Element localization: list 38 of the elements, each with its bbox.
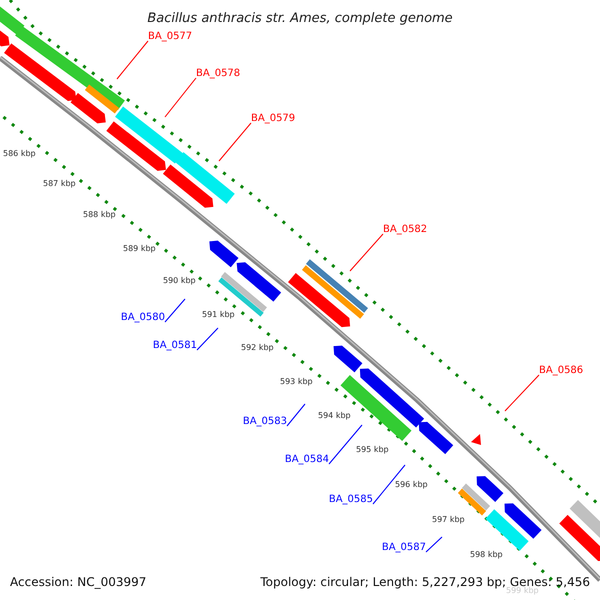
map-title: Bacillus anthracis str. Ames, complete genome — [146, 12, 454, 25]
leader-line — [164, 298, 186, 322]
accession-text: Accession: NC_003997 — [10, 576, 146, 588]
tick-label: 594 kbp — [318, 412, 351, 420]
gene-label: BA_0581 — [152, 341, 197, 351]
gene-label: BA_0587 — [382, 543, 426, 553]
tick-label: 589 kbp — [123, 245, 156, 253]
leader-line — [426, 536, 442, 552]
tick-label: 588 kbp — [83, 211, 116, 219]
leader-line — [116, 40, 148, 80]
leader-line — [286, 404, 306, 426]
tick-label: 586 kbp — [3, 150, 36, 158]
gene-label: BA_0584 — [284, 455, 329, 465]
tick-label: 596 kbp — [395, 481, 428, 489]
tick-label: 597 kbp — [432, 516, 465, 524]
leader-line — [218, 122, 252, 162]
gene-label: BA_0580 — [120, 313, 165, 323]
leader-line — [372, 464, 406, 504]
leader-line — [504, 374, 540, 412]
tick-label: 587 kbp — [43, 180, 76, 188]
leader-line — [164, 78, 196, 118]
tick-label: 593 kbp — [280, 378, 313, 386]
leader-line — [196, 328, 218, 350]
gene-label: BA_0586 — [539, 366, 584, 376]
gene-label: BA_0577 — [148, 32, 192, 42]
tick-label: 598 kbp — [470, 551, 503, 559]
gene-label: BA_0579 — [251, 114, 296, 124]
tick-label: 591 kbp — [202, 311, 235, 319]
leader-line — [350, 234, 384, 272]
leader-line — [328, 424, 362, 464]
gene-label: BA_0585 — [328, 495, 373, 505]
gene-label: BA_0578 — [196, 69, 240, 79]
gene-label: BA_0583 — [242, 417, 287, 427]
genome-info-text: Topology: circular; Length: 5,227,293 bp; Genes: 5,456 — [260, 576, 590, 588]
tick-label: 590 kbp — [163, 277, 196, 285]
gene-label: BA_0582 — [383, 225, 428, 235]
tick-label: 595 kbp — [356, 446, 389, 454]
tick-label: 592 kbp — [241, 344, 274, 352]
